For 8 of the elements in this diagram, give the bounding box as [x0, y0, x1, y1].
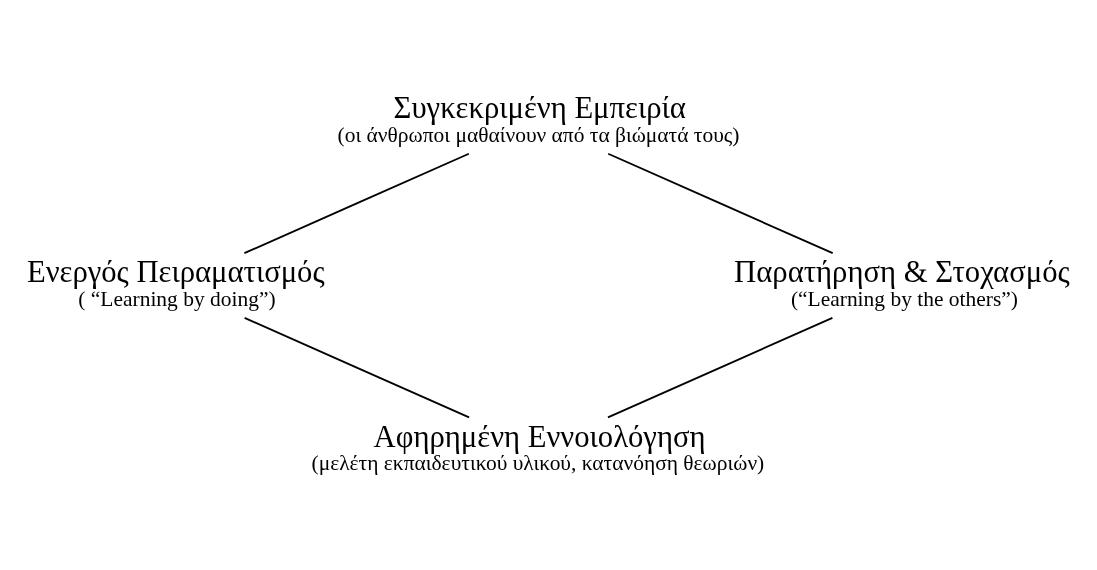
connector [243, 152, 470, 254]
node-text: Συγκεκριμένη Εμπειρία (οι άνθρωποι μαθαίνουν από τα βιώματά τους) [337, 90, 740, 147]
connector [607, 152, 834, 254]
connector [607, 316, 834, 418]
node-text: Αφηρημένη Εννοιολόγηση (μελέτη εκπαιδευτικού υλικού, κατανόηση θεωριών) [311, 419, 765, 475]
connector [243, 316, 471, 418]
node-text: Παρατήρηση & Στοχασμός (“Learning by the others”) [734, 254, 1070, 311]
node-text: Ενεργός Πειραματισμός ( “Learning by doing”) [26, 254, 325, 311]
